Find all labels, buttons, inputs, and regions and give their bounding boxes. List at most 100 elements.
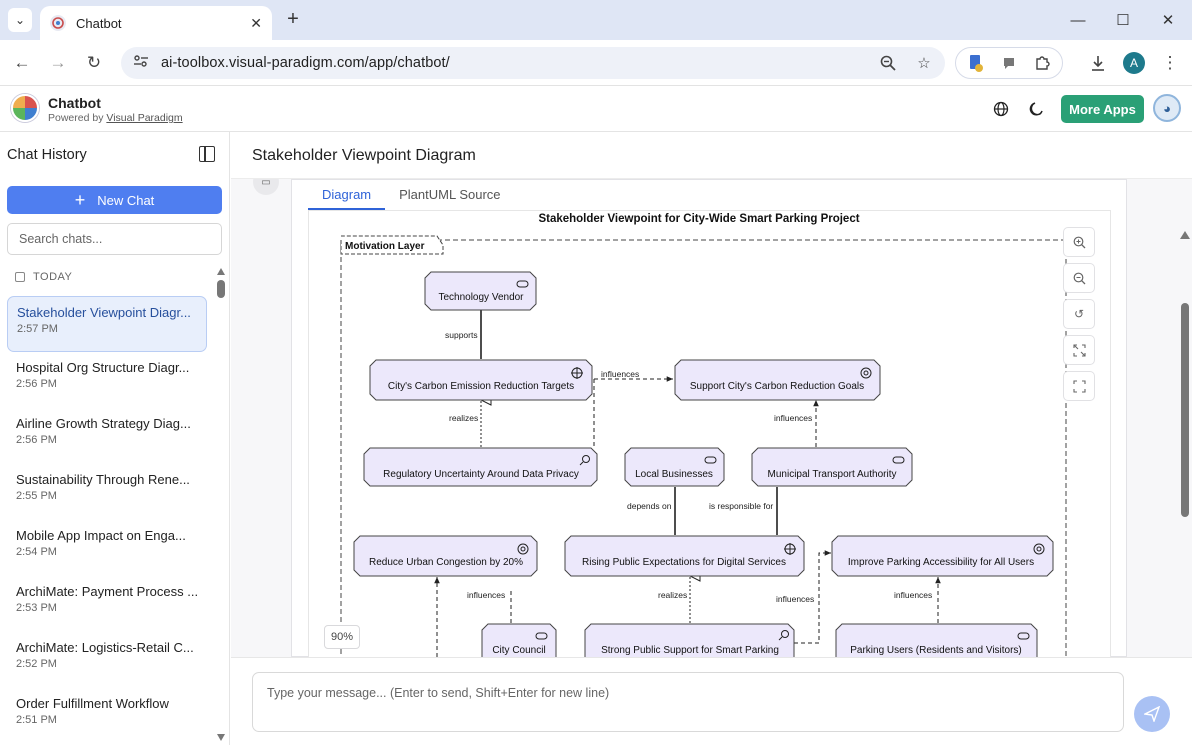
maximize-icon[interactable]: ☐ xyxy=(1116,12,1130,29)
node-parking-users[interactable]: Parking Users (Residents and Visitors) xyxy=(835,623,1038,657)
send-button[interactable] xyxy=(1134,696,1170,732)
motivation-layer-tab xyxy=(340,235,444,255)
zoom-magnifier-icon[interactable] xyxy=(877,52,899,74)
node-local-businesses[interactable]: Local Businesses xyxy=(624,447,725,487)
section-today-label: TODAY xyxy=(33,271,73,283)
tab-search-chevron-icon[interactable]: ⌄ xyxy=(8,8,32,32)
reset-view-icon[interactable]: ↺ xyxy=(1063,299,1095,329)
app-title: Chatbot xyxy=(48,95,101,111)
tab-title: Chatbot xyxy=(76,15,122,31)
sidebar-toggle-icon[interactable] xyxy=(199,146,215,162)
edge-label-influences-1: influences xyxy=(601,369,639,379)
node-support-goals[interactable]: Support City's Carbon Reduction Goals xyxy=(674,359,881,401)
node-label: Parking Users (Residents and Visitors) xyxy=(850,645,1022,656)
node-label: Reduce Urban Congestion by 20% xyxy=(369,557,523,568)
chat-item-hospital-org[interactable]: Hospital Org Structure Diagr... 2:56 PM xyxy=(7,352,207,408)
extension-comment-icon[interactable] xyxy=(998,52,1020,74)
page-title: Stakeholder Viewpoint Diagram xyxy=(252,147,476,164)
node-reduce-congestion[interactable]: Reduce Urban Congestion by 20% xyxy=(353,535,538,577)
edge-influences-5 xyxy=(794,550,831,644)
stakeholder-diagram-svg: Stakeholder Viewpoint for City-Wide Smar… xyxy=(340,213,1067,657)
chat-item-name: Stakeholder Viewpoint Diagr... xyxy=(17,305,191,320)
tab-close-icon[interactable]: ✕ xyxy=(250,14,262,31)
sidebar-scroll-up-arrow[interactable] xyxy=(217,268,225,275)
browser-tab-chatbot[interactable]: Chatbot ✕ xyxy=(40,6,272,40)
edge-label-influences-4: influences xyxy=(467,590,505,600)
site-settings-icon[interactable] xyxy=(133,54,149,73)
stakeholder-icon xyxy=(892,456,905,464)
chat-item-mobile-app[interactable]: Mobile App Impact on Enga... 2:54 PM xyxy=(7,520,207,576)
browser-tabbar: ⌄ Chatbot ✕ + — ☐ ✕ xyxy=(0,0,1192,40)
browser-toolbar: ← → ↻ ai-toolbox.visual-paradigm.com/app… xyxy=(0,40,1192,86)
main-panel: Stakeholder Viewpoint Diagram ▭ Diagram … xyxy=(231,132,1192,745)
profile-avatar[interactable]: A xyxy=(1123,52,1145,74)
window-close-icon[interactable]: ✕ xyxy=(1161,12,1175,29)
language-globe-icon[interactable] xyxy=(991,99,1011,119)
extension-doc-icon[interactable] xyxy=(965,52,987,74)
sidebar-scroll-down-arrow[interactable] xyxy=(217,734,225,741)
node-label: Improve Parking Accessibility for All Us… xyxy=(848,557,1034,568)
tab-plantuml-source[interactable]: PlantUML Source xyxy=(399,187,501,202)
back-arrow-icon[interactable]: ← xyxy=(13,53,31,72)
chat-item-name: ArchiMate: Logistics-Retail C... xyxy=(16,640,194,655)
new-chat-button[interactable]: + New Chat xyxy=(7,186,222,214)
node-regulatory-uncertainty[interactable]: Regulatory Uncertainty Around Data Priva… xyxy=(363,447,598,487)
more-apps-button[interactable]: More Apps xyxy=(1061,95,1144,123)
message-input[interactable] xyxy=(252,672,1124,732)
chat-item-sustainability[interactable]: Sustainability Through Rene... 2:55 PM xyxy=(7,464,207,520)
sidebar-scrollbar-thumb[interactable] xyxy=(217,280,225,298)
main-scroll-up-arrow[interactable] xyxy=(1180,231,1190,239)
node-city-council[interactable]: City Council xyxy=(481,623,557,657)
chat-item-order-fulfillment[interactable]: Order Fulfillment Workflow 2:51 PM xyxy=(7,688,207,744)
chat-item-name: Sustainability Through Rene... xyxy=(16,472,190,487)
calendar-icon xyxy=(15,272,25,282)
node-public-support[interactable]: Strong Public Support for Smart Parking xyxy=(584,623,795,657)
node-carbon-targets[interactable]: City's Carbon Emission Reduction Targets xyxy=(369,359,593,401)
edge-label-influences-5: influences xyxy=(776,594,814,604)
chat-item-time: 2:54 PM xyxy=(16,546,57,558)
node-label: Technology Vendor xyxy=(438,292,524,303)
chat-item-time: 2:51 PM xyxy=(16,714,57,726)
chat-item-time: 2:53 PM xyxy=(16,602,57,614)
dark-mode-moon-icon[interactable] xyxy=(1027,99,1047,119)
stakeholder-icon xyxy=(516,280,529,288)
search-chats-input[interactable] xyxy=(7,223,222,255)
new-tab-plus-icon[interactable]: + xyxy=(287,7,299,30)
visual-paradigm-link[interactable]: Visual Paradigm xyxy=(106,112,183,124)
address-bar[interactable]: ai-toolbox.visual-paradigm.com/app/chatb… xyxy=(121,47,945,79)
diagram-viewport[interactable]: Stakeholder Viewpoint for City-Wide Smar… xyxy=(308,211,1111,657)
reload-icon[interactable]: ↻ xyxy=(86,53,102,72)
fit-to-screen-icon[interactable] xyxy=(1063,335,1095,365)
chat-item-name: Hospital Org Structure Diagr... xyxy=(16,360,190,375)
visual-paradigm-logo-icon xyxy=(11,94,39,122)
section-today: TODAY xyxy=(15,271,72,283)
fullscreen-icon[interactable] xyxy=(1063,371,1095,401)
diagram-card: Diagram PlantUML Source Stakeholder View… xyxy=(291,179,1127,657)
node-technology-vendor[interactable]: Technology Vendor xyxy=(424,271,537,311)
sidebar-title: Chat History xyxy=(7,147,87,163)
chat-item-airline-growth[interactable]: Airline Growth Strategy Diag... 2:56 PM xyxy=(7,408,207,464)
zoom-in-icon[interactable] xyxy=(1063,227,1095,257)
zoom-out-icon[interactable] xyxy=(1063,263,1095,293)
main-scrollbar-thumb[interactable] xyxy=(1181,303,1189,517)
browser-menu-dots-icon[interactable]: ⋮ xyxy=(1161,53,1179,72)
chat-item-logistics-retail[interactable]: ArchiMate: Logistics-Retail C... 2:52 PM xyxy=(7,632,207,688)
chat-item-payment-process[interactable]: ArchiMate: Payment Process ... 2:53 PM xyxy=(7,576,207,632)
node-transport-authority[interactable]: Municipal Transport Authority xyxy=(751,447,913,487)
minimize-icon[interactable]: — xyxy=(1070,11,1086,29)
chat-item-time: 2:55 PM xyxy=(16,490,57,502)
node-label: Strong Public Support for Smart Parking xyxy=(601,645,779,656)
extensions-group xyxy=(955,47,1063,79)
chat-item-time: 2:52 PM xyxy=(16,658,57,670)
node-public-expectations[interactable]: Rising Public Expectations for Digital S… xyxy=(564,535,805,577)
bot-avatar-icon[interactable]: ◕ xyxy=(1153,94,1181,122)
tab-diagram[interactable]: Diagram xyxy=(308,180,386,210)
extensions-puzzle-icon[interactable] xyxy=(1031,52,1053,74)
diagram-tabs: Diagram PlantUML Source xyxy=(308,180,515,210)
download-icon[interactable] xyxy=(1085,50,1111,76)
chat-item-stakeholder-viewpoint[interactable]: Stakeholder Viewpoint Diagr... 2:57 PM xyxy=(7,296,207,352)
node-improve-parking[interactable]: Improve Parking Accessibility for All Us… xyxy=(831,535,1054,577)
send-paper-plane-icon xyxy=(1144,706,1160,722)
forward-arrow-icon[interactable]: → xyxy=(49,53,67,72)
bookmark-star-icon[interactable]: ☆ xyxy=(917,55,931,72)
